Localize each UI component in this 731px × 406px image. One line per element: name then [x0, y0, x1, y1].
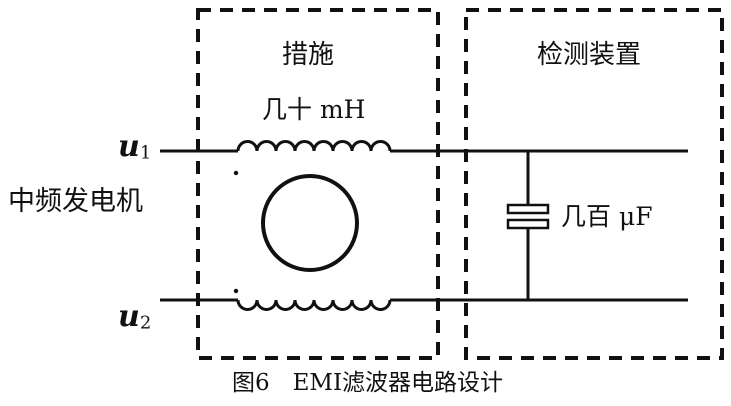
inductor-coil-top — [236, 140, 392, 152]
generator-label: 中频发电机 — [8, 186, 143, 217]
detection-device-label: 检测装置 — [537, 40, 642, 70]
u2-label: u2 — [118, 299, 152, 334]
inductor-core — [261, 174, 359, 272]
figure-caption: 图6 EMI滤波器电路设计 — [232, 370, 504, 396]
inductance-label: 几十 mH — [262, 95, 366, 124]
capacitor-plate-bottom — [506, 218, 550, 230]
measures-box — [196, 8, 440, 360]
detection-box — [464, 8, 724, 360]
capacitor-plate-top — [506, 203, 550, 215]
capacitance-label: 几百 μF — [561, 202, 653, 231]
inductor-coil-bottom — [236, 299, 392, 311]
u1-label: u1 — [118, 129, 152, 164]
polarity-dot-bottom — [233, 288, 239, 294]
polarity-dot-top — [233, 170, 239, 176]
measures-label: 措施 — [282, 40, 335, 70]
